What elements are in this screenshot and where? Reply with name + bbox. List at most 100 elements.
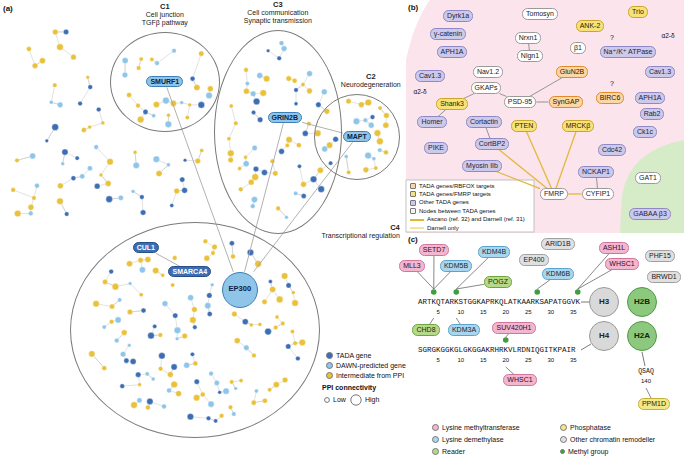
protein-node: Cav1.3 bbox=[645, 66, 675, 77]
network-link bbox=[229, 123, 236, 138]
network-dot bbox=[244, 345, 249, 350]
network-dot bbox=[137, 116, 144, 123]
network-dot bbox=[227, 137, 231, 141]
node-label: GABAA β3 bbox=[633, 210, 667, 218]
network-dot bbox=[185, 115, 189, 119]
node-label: WHSC1 bbox=[609, 260, 634, 268]
network-dot bbox=[251, 400, 256, 405]
cluster-heading: C1Cell junctionTGFβ pathway bbox=[142, 3, 188, 28]
legend-swatch bbox=[326, 362, 333, 369]
network-dot bbox=[265, 328, 272, 335]
network-dot bbox=[244, 155, 248, 159]
network-dot bbox=[252, 145, 257, 150]
node-label: H2B bbox=[634, 297, 650, 306]
network-dot bbox=[147, 398, 153, 404]
network-dot bbox=[165, 121, 172, 128]
leader-line bbox=[434, 272, 451, 289]
network-dot bbox=[285, 215, 289, 219]
network-dot bbox=[286, 76, 291, 81]
legend-swatch bbox=[432, 436, 439, 443]
node-label: CortBP2 bbox=[479, 140, 505, 148]
connector bbox=[438, 110, 446, 117]
legend-box bbox=[406, 180, 534, 232]
hub-node: CUL1 bbox=[133, 242, 159, 253]
network-dot bbox=[262, 170, 268, 176]
network-dot bbox=[153, 324, 157, 328]
node-label: ARID1B bbox=[545, 240, 570, 248]
network-dot bbox=[198, 102, 205, 109]
network-dot bbox=[281, 273, 287, 279]
network-dot bbox=[230, 380, 234, 384]
legend-swatch bbox=[326, 352, 333, 359]
network-dot bbox=[228, 405, 232, 409]
network-dot bbox=[279, 149, 285, 155]
network-dot bbox=[145, 257, 151, 263]
legend-item: Lysine demethylase bbox=[432, 436, 504, 444]
network-dot bbox=[80, 174, 85, 179]
network-dot bbox=[140, 210, 146, 216]
network-dot bbox=[135, 372, 140, 377]
legend-item: Lysine methyltransferase bbox=[432, 424, 520, 432]
hub-node: GRIN2B bbox=[268, 112, 302, 123]
network-dot bbox=[208, 401, 214, 407]
network-dot bbox=[102, 279, 107, 284]
node-label: NCKAP1 bbox=[582, 168, 610, 176]
cluster-heading: C2Neurodegeneration bbox=[341, 73, 401, 90]
network-dot bbox=[234, 121, 238, 125]
network-dot bbox=[96, 107, 101, 112]
protein-node: Myosin IIb bbox=[462, 160, 502, 171]
network-link bbox=[13, 190, 34, 198]
protein-node: GABAA β3 bbox=[629, 208, 671, 219]
node-label: H3 bbox=[599, 297, 609, 306]
legend-swatch bbox=[410, 183, 416, 189]
legend-item: Nodes between TADA genes bbox=[410, 208, 496, 215]
network-dot bbox=[137, 398, 142, 403]
network-dot bbox=[78, 101, 83, 106]
node-label: GRIN2B bbox=[272, 114, 298, 122]
node-label: Tomosyn bbox=[526, 10, 554, 18]
network-dot bbox=[227, 150, 234, 157]
residue-number: 30 bbox=[547, 357, 554, 364]
legend-item: Ascano (ref. 32) and Darnell (ref. 31) bbox=[410, 216, 525, 223]
node-label: Ck1c bbox=[637, 128, 653, 136]
enzyme-node: WHSC1 bbox=[503, 374, 536, 385]
network-dot bbox=[167, 113, 171, 117]
legend-item: PPI connectivity bbox=[322, 384, 376, 392]
enzyme-node: MLL3 bbox=[399, 260, 425, 271]
network-dot bbox=[292, 78, 297, 83]
network-dot bbox=[203, 239, 208, 244]
network-dot bbox=[374, 166, 378, 170]
histone-sequence: ARTKQTARKSTGGKAPRKQLATKAARKSAPATGGVK bbox=[418, 298, 580, 307]
network-dot bbox=[374, 130, 381, 137]
network-dot bbox=[210, 283, 214, 287]
network-dot bbox=[156, 171, 162, 177]
network-link bbox=[80, 87, 90, 104]
connector bbox=[528, 44, 530, 51]
histone-circle: H4 bbox=[589, 321, 619, 351]
residue-number: 15 bbox=[480, 309, 487, 316]
network-dot bbox=[290, 329, 294, 333]
protein-node: Ck1c bbox=[633, 126, 657, 137]
network-dot bbox=[64, 212, 69, 217]
network-dot bbox=[206, 416, 211, 421]
network-dot bbox=[244, 88, 250, 94]
network-dot bbox=[57, 102, 63, 108]
legend-item: Reader bbox=[432, 448, 465, 456]
network-dot bbox=[57, 198, 64, 205]
node-label: APH1A bbox=[639, 94, 662, 102]
network-dot bbox=[188, 295, 194, 301]
network-dot bbox=[199, 51, 204, 56]
enzyme-node: CHD8 bbox=[412, 324, 439, 335]
network-dot bbox=[102, 366, 107, 371]
network-dot bbox=[30, 153, 36, 159]
node-label: Nlgn1 bbox=[521, 52, 539, 60]
node-label: β1 bbox=[574, 44, 582, 52]
network-dot bbox=[257, 73, 263, 79]
protein-node: Dyrk1a bbox=[443, 10, 473, 21]
legend-label: High bbox=[365, 396, 379, 404]
network-dot bbox=[296, 356, 301, 361]
cluster-label: C4 bbox=[321, 224, 399, 233]
network-dot bbox=[172, 48, 177, 53]
protein-node: GAT1 bbox=[635, 172, 661, 183]
network-dot bbox=[258, 322, 262, 326]
